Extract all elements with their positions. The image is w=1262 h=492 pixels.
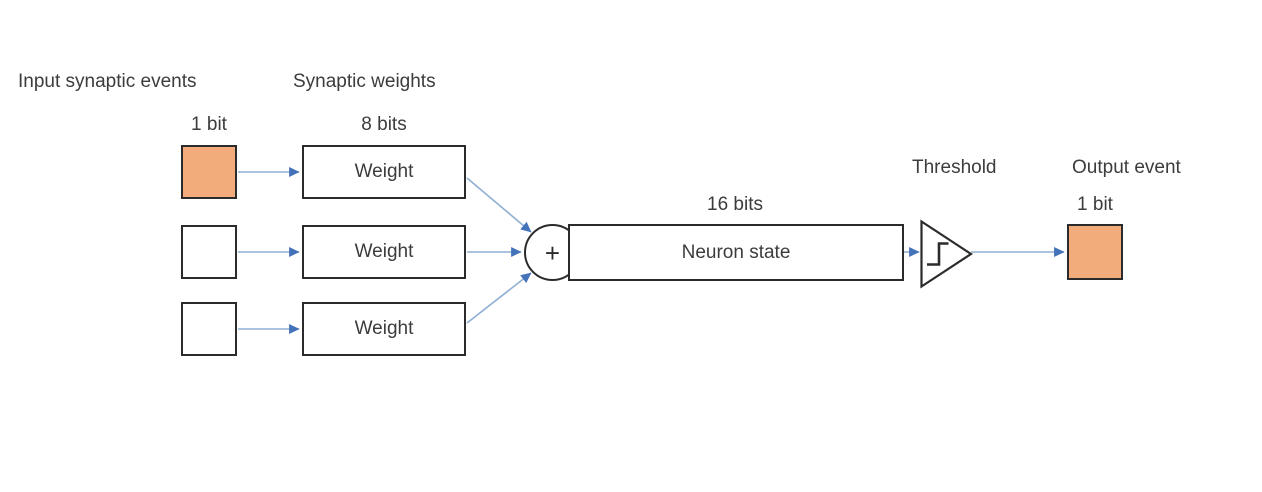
heading-synaptic-weights: Synaptic weights [293, 71, 436, 92]
input-event-square-1[interactable] [181, 145, 237, 199]
weight-box-3[interactable] [302, 302, 466, 356]
bitlabel-weights: 8 bits [361, 114, 407, 135]
step-function-triangle-icon[interactable] [917, 218, 977, 290]
bitlabel-neuron-state: 16 bits [707, 194, 763, 215]
weight-box-1[interactable] [302, 145, 466, 199]
summation-plus-label: + [544, 237, 561, 268]
input-event-square-3[interactable] [181, 302, 237, 356]
heading-threshold: Threshold [912, 157, 997, 178]
bitlabel-output: 1 bit [1077, 194, 1113, 215]
weight-box-2[interactable] [302, 225, 466, 279]
wire-weight1-to-sum [466, 177, 532, 233]
neuron-state-box[interactable] [568, 224, 904, 281]
output-event-square[interactable] [1067, 224, 1123, 280]
heading-output-event: Output event [1072, 157, 1181, 178]
bitlabel-input: 1 bit [191, 114, 227, 135]
heading-input-synaptic-events: Input synaptic events [18, 71, 197, 92]
wire-weight3-to-sum [466, 272, 532, 324]
input-event-square-2[interactable] [181, 225, 237, 279]
